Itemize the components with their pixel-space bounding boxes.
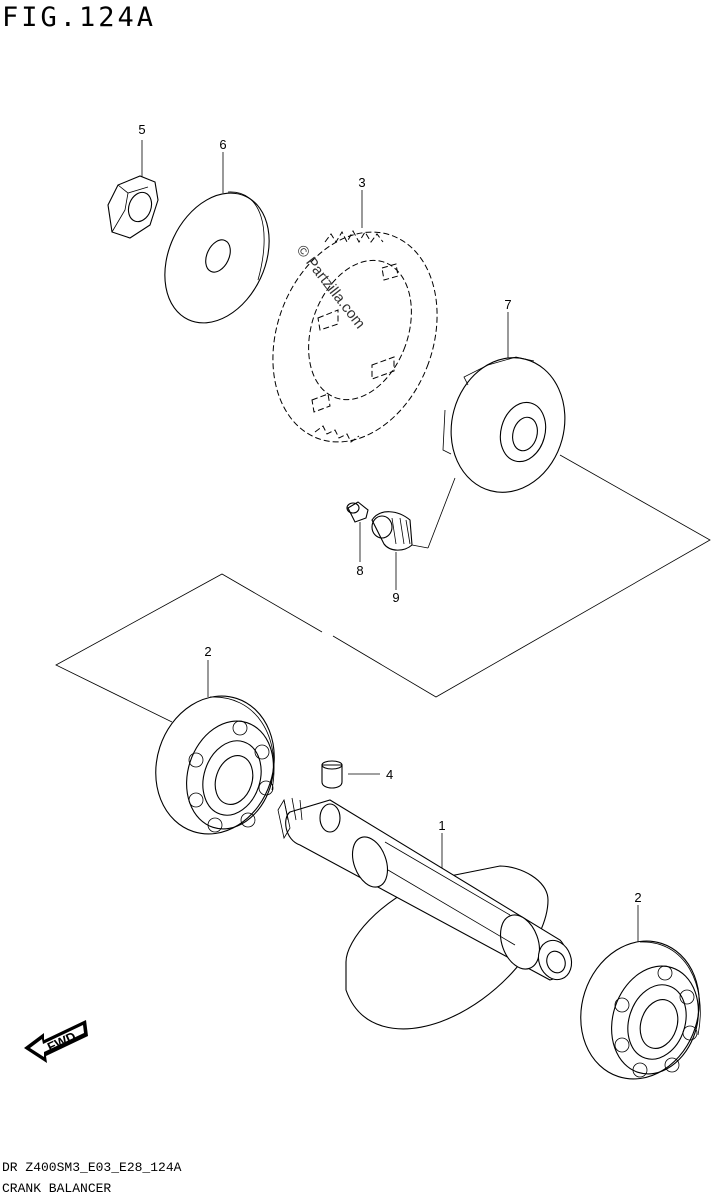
part-4-key[interactable] bbox=[321, 760, 380, 789]
watermark: © Partzilla.com bbox=[293, 242, 369, 332]
part-1-balancer-shaft[interactable] bbox=[277, 797, 577, 1030]
part-3-balancer-gear[interactable] bbox=[245, 190, 465, 465]
figure-title: FIG.124A bbox=[2, 2, 157, 33]
part-6-washer[interactable] bbox=[145, 152, 289, 340]
fwd-arrow-icon bbox=[24, 1020, 88, 1063]
part-7-balancer-plate[interactable] bbox=[436, 312, 579, 505]
part-9-spring[interactable] bbox=[371, 477, 456, 590]
callout-7: 7 bbox=[504, 297, 511, 312]
callout-4: 4 bbox=[386, 767, 393, 782]
figure-caption: CRANK BALANCER bbox=[2, 1181, 112, 1196]
part-5-nut[interactable] bbox=[107, 140, 159, 239]
callout-8: 8 bbox=[356, 563, 363, 578]
part-8-pin[interactable] bbox=[346, 501, 369, 562]
callout-5: 5 bbox=[138, 122, 145, 137]
callout-9: 9 bbox=[392, 590, 399, 605]
model-code: DR Z400SM3_E03_E28_124A bbox=[2, 1160, 182, 1175]
callout-6: 6 bbox=[219, 137, 226, 152]
callout-3: 3 bbox=[358, 175, 365, 190]
callout-2-right: 2 bbox=[634, 890, 641, 905]
fwd-label: FWD bbox=[45, 1029, 78, 1055]
assembly-guide-lines bbox=[55, 454, 711, 723]
callout-1: 1 bbox=[438, 818, 445, 833]
callout-2-left: 2 bbox=[204, 644, 211, 659]
part-2-bearing-left[interactable] bbox=[138, 660, 292, 849]
part-2-bearing-right[interactable] bbox=[563, 905, 711, 1094]
